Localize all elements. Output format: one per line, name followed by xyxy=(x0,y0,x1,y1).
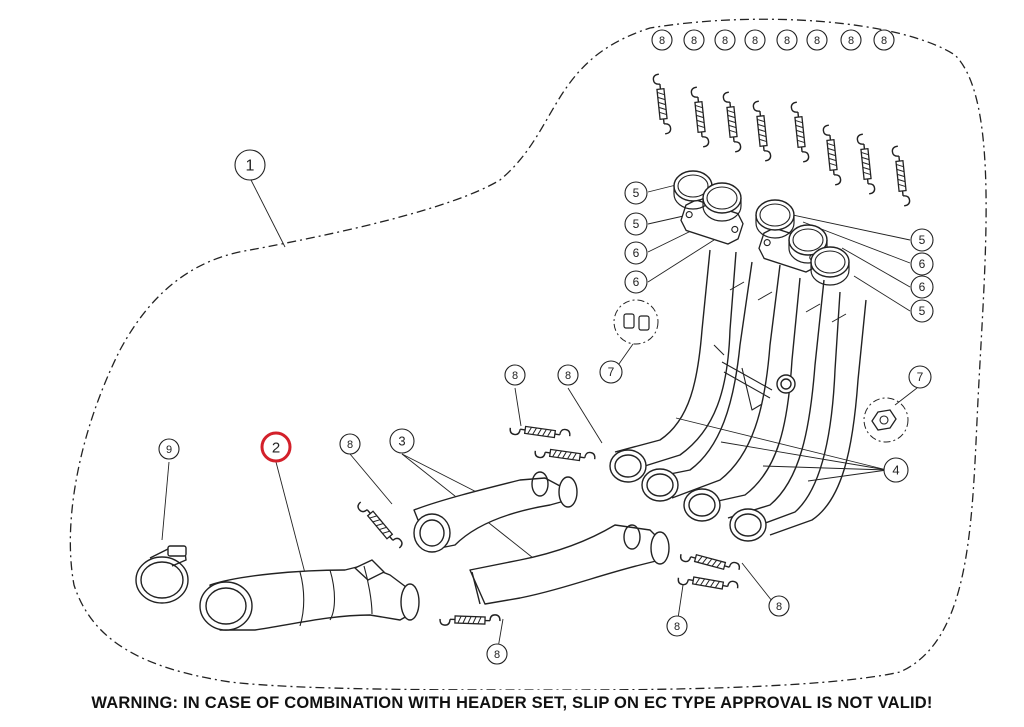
callout-label: 8 xyxy=(347,439,353,451)
diagram-canvas: 1 2 3 4 5 5 5 5 6 6 6 6 7 7 8 8 8 8 8 8 8 8 8 8 8 8 8 8 9 xyxy=(69,18,987,691)
callout-c6a: 6 xyxy=(624,241,648,265)
callout-label: 6 xyxy=(919,280,926,294)
callout-label: 3 xyxy=(398,434,405,449)
callout-label: 4 xyxy=(892,463,899,478)
callout-circle xyxy=(158,438,180,460)
callout-c5a: 5 xyxy=(624,181,648,205)
callout-c7a: 7 xyxy=(599,360,623,384)
callout-c1: 1 xyxy=(234,149,266,181)
callout-label: 6 xyxy=(919,257,926,271)
callout-circle xyxy=(806,29,828,51)
callout-circle xyxy=(776,29,798,51)
callout-c5d: 5 xyxy=(910,299,934,323)
callout-circle xyxy=(557,364,579,386)
callout-c8b2: 8 xyxy=(666,615,688,637)
callout-circle xyxy=(910,275,934,299)
callout-circle xyxy=(910,228,934,252)
callout-circle xyxy=(651,29,673,51)
callout-c8m3: 8 xyxy=(339,433,361,455)
clamp-9 xyxy=(135,545,189,604)
callout-c8t8: 8 xyxy=(873,29,895,51)
callout-label: 8 xyxy=(776,601,782,613)
callout-c8t5: 8 xyxy=(776,29,798,51)
callout-label: 9 xyxy=(166,444,172,456)
callout-circle xyxy=(624,181,648,205)
callout-c6d: 6 xyxy=(910,275,934,299)
callout-label: 7 xyxy=(608,365,615,379)
approval-warning: WARNING: IN CASE OF COMBINATION WITH HEA… xyxy=(91,694,933,712)
callout-circle xyxy=(599,360,623,384)
callout-c3: 3 xyxy=(389,428,415,454)
callout-c2: 2 xyxy=(260,431,292,463)
callout-circle xyxy=(883,457,909,483)
callout-label: 8 xyxy=(848,35,854,47)
callout-c4: 4 xyxy=(883,457,909,483)
callout-circle xyxy=(389,428,415,454)
callout-circle xyxy=(624,241,648,265)
callout-circle xyxy=(486,643,508,665)
callout-c5b: 5 xyxy=(624,212,648,236)
callout-c8t2: 8 xyxy=(683,29,705,51)
callout-circle xyxy=(744,29,766,51)
callout-circle xyxy=(910,252,934,276)
callout-label: 8 xyxy=(691,35,697,47)
callout-circle xyxy=(910,299,934,323)
callout-label: 5 xyxy=(633,186,640,200)
callout-label: 8 xyxy=(784,35,790,47)
callout-label: 5 xyxy=(919,304,926,318)
callout-c8t7: 8 xyxy=(840,29,862,51)
callout-c8b1: 8 xyxy=(768,595,790,617)
callout-c8t4: 8 xyxy=(744,29,766,51)
callout-circle xyxy=(234,149,266,181)
callout-c5c: 5 xyxy=(910,228,934,252)
callout-label: 8 xyxy=(881,35,887,47)
callout-c8t1: 8 xyxy=(651,29,673,51)
callout-label: 2 xyxy=(272,439,280,456)
callout-circle xyxy=(624,270,648,294)
callout-label: 6 xyxy=(633,275,640,289)
mid-pipe-2 xyxy=(199,559,420,631)
callout-circle xyxy=(624,212,648,236)
callout-circle xyxy=(768,595,790,617)
callout-c8m2: 8 xyxy=(557,364,579,386)
callout-label: 8 xyxy=(814,35,820,47)
callout-circle xyxy=(714,29,736,51)
callout-label: 5 xyxy=(633,217,640,231)
callout-circle xyxy=(260,431,292,463)
callout-label: 8 xyxy=(752,35,758,47)
callout-label: 8 xyxy=(512,370,518,382)
callout-label: 8 xyxy=(659,35,665,47)
callout-label: 8 xyxy=(494,649,500,661)
callout-label: 7 xyxy=(917,370,924,384)
callout-circle xyxy=(683,29,705,51)
callout-circle xyxy=(666,615,688,637)
leader-lines xyxy=(161,177,918,655)
callout-c7b: 7 xyxy=(908,365,932,389)
link-pipes-3 xyxy=(413,471,670,605)
callout-circle xyxy=(504,364,526,386)
callout-label: 8 xyxy=(674,621,680,633)
callout-circle xyxy=(873,29,895,51)
callout-label: 5 xyxy=(919,233,926,247)
callout-c8m1: 8 xyxy=(504,364,526,386)
callout-c9: 9 xyxy=(158,438,180,460)
callout-circle xyxy=(840,29,862,51)
callout-c6b: 6 xyxy=(624,270,648,294)
callout-c8t6: 8 xyxy=(806,29,828,51)
callout-label: 8 xyxy=(565,370,571,382)
system-boundary-dashed xyxy=(69,18,987,691)
header-manifold xyxy=(609,249,867,542)
callout-c6c: 6 xyxy=(910,252,934,276)
callout-label: 6 xyxy=(633,246,640,260)
callouts: 1 2 3 4 5 5 5 5 6 6 6 6 7 7 8 8 8 8 8 8 8 8 8 8 8 8 8 8 9 xyxy=(158,29,934,665)
callout-c8b3: 8 xyxy=(486,643,508,665)
callout-circle xyxy=(339,433,361,455)
hardware-kit-7 xyxy=(613,299,909,443)
callout-label: 8 xyxy=(722,35,728,47)
callout-circle xyxy=(908,365,932,389)
callout-c8t3: 8 xyxy=(714,29,736,51)
callout-label: 1 xyxy=(246,158,255,175)
